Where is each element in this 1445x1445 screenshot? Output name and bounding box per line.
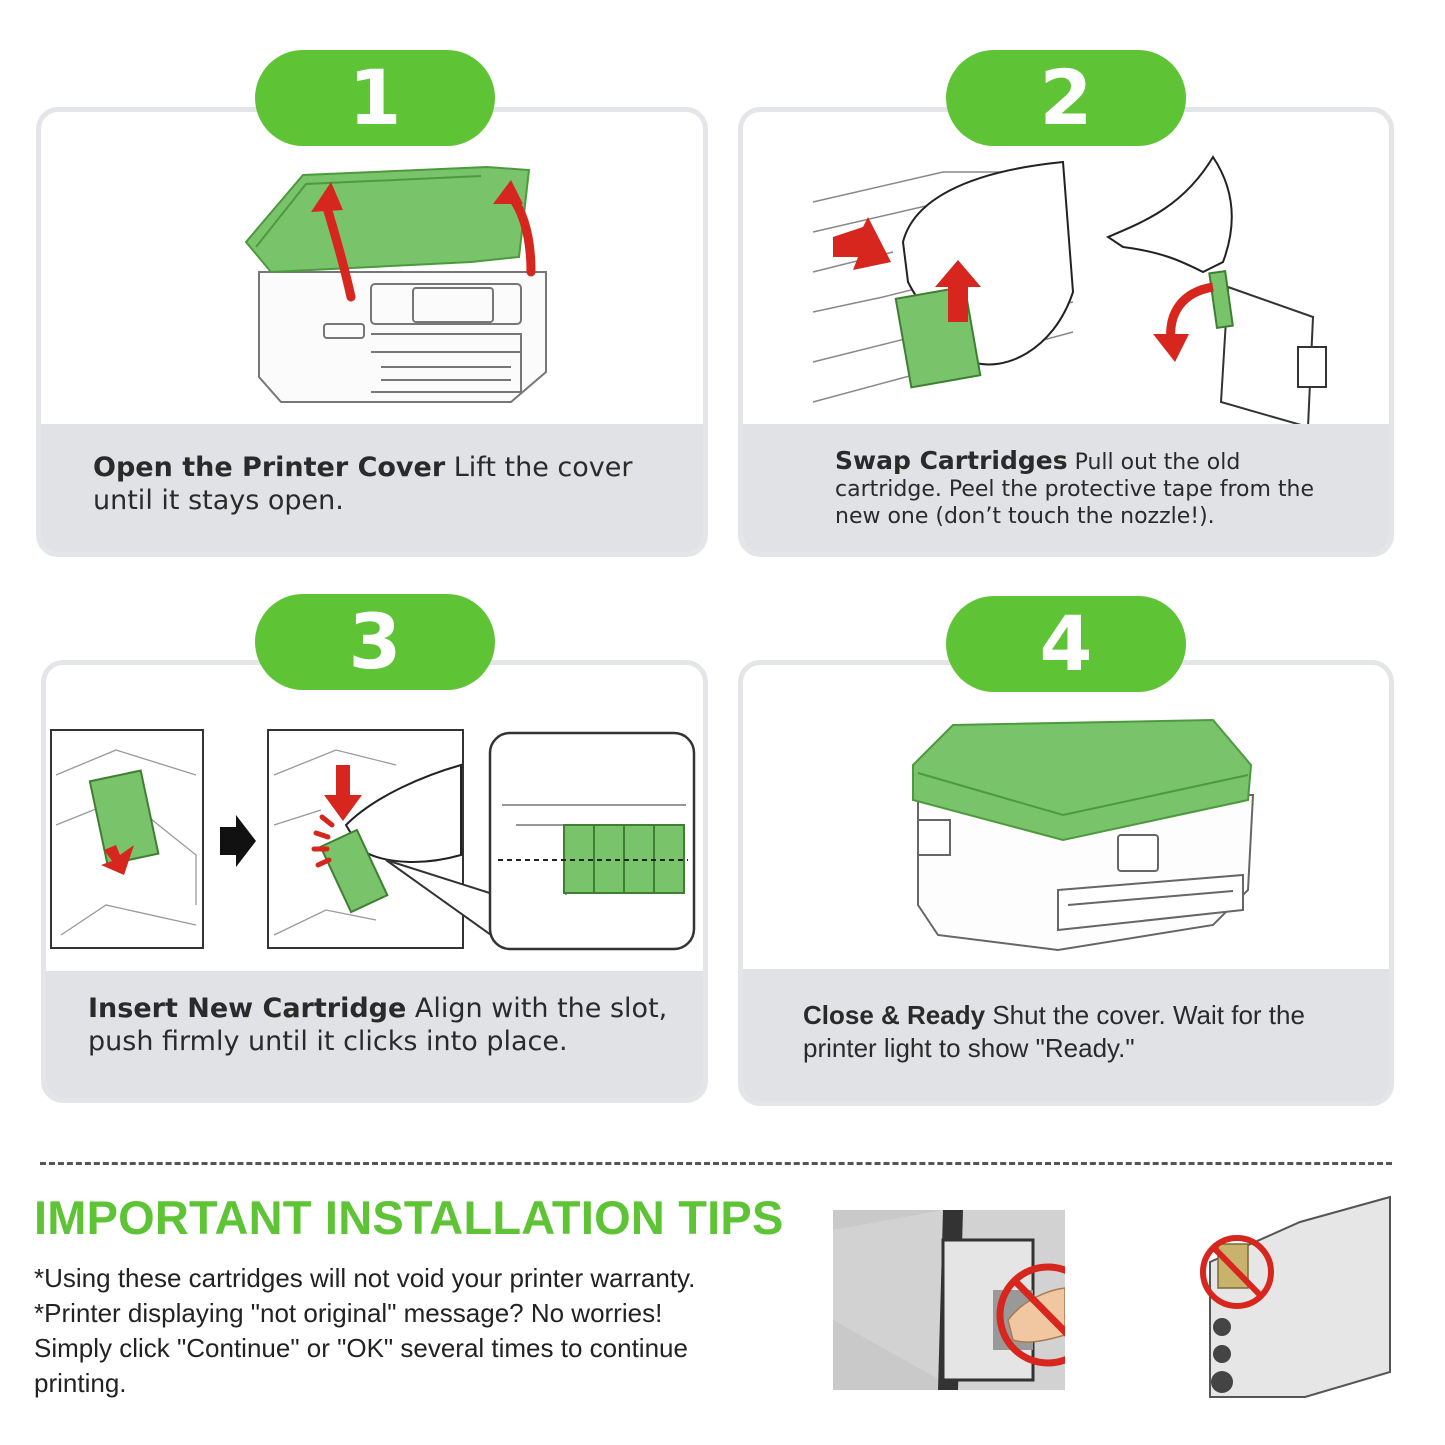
step-card-3: Insert New Cartridge Align with the slot… — [41, 660, 708, 1103]
step-card-2: Swap Cartridges Pull out the old cartrid… — [738, 107, 1394, 557]
prohibited-icon — [996, 1263, 1065, 1367]
hand-peeling-icon — [1105, 155, 1233, 274]
tip-line-2: *Printer displaying "not original" messa… — [34, 1298, 663, 1328]
step-4-illustration — [743, 665, 1389, 979]
step-2-text-line1: Pull out the old — [1074, 450, 1241, 475]
insert-arrow-icon — [101, 845, 134, 875]
step-4-text-line1: Shut the cover. Wait for the — [992, 1000, 1305, 1030]
step-number-4: 4 — [946, 596, 1186, 692]
tips-heading: IMPORTANT INSTALLATION TIPS — [34, 1191, 784, 1244]
step-2-text-line2: cartridge. Peel the protective tape from… — [835, 476, 1315, 502]
step-3-illustration — [46, 665, 703, 981]
dont-touch-chip-image — [1200, 1192, 1392, 1402]
prohibited-icon — [1200, 1235, 1274, 1309]
hand-pushing-icon — [344, 763, 462, 863]
step-number-2: 2 — [946, 50, 1186, 146]
step-1-title: Open the Printer Cover — [93, 452, 446, 483]
step-number-3: 3 — [255, 594, 495, 690]
printer-closed-icon — [917, 794, 1255, 952]
step-card-4: Close & Ready Shut the cover. Wait for t… — [738, 660, 1394, 1106]
printer-open-icon — [258, 271, 547, 403]
dont-touch-contacts-image — [833, 1210, 1065, 1390]
step-1-illustration — [41, 112, 703, 430]
cartridge-click-green — [319, 828, 389, 914]
step-number-1: 1 — [255, 50, 495, 146]
tip-line-3: Simply click "Continue" or "OK" several … — [34, 1333, 688, 1363]
next-arrow-icon — [220, 815, 256, 867]
step-4-caption: Close & Ready Shut the cover. Wait for t… — [743, 969, 1389, 1101]
peel-arrow-icon — [1166, 282, 1214, 343]
tip-line-4: printing. — [34, 1368, 127, 1398]
step-3-caption: Insert New Cartridge Align with the slot… — [46, 971, 703, 1098]
step-3-text-line1: Align with the slot, — [414, 993, 668, 1024]
step-3-title: Insert New Cartridge — [88, 993, 407, 1024]
step-1-text-line2: until it stays open. — [93, 484, 344, 516]
section-divider — [40, 1162, 1392, 1165]
step-1-caption: Open the Printer Cover Lift the cover un… — [41, 424, 703, 552]
step-2-title: Swap Cartridges — [835, 446, 1068, 475]
push-arrow-icon — [833, 217, 891, 270]
step-card-1: Open the Printer Cover Lift the cover un… — [36, 107, 708, 557]
finger-icon — [1007, 1287, 1065, 1343]
click-burst-icon — [311, 814, 335, 868]
new-cartridge-icon — [1219, 285, 1327, 429]
step-4-title: Close & Ready — [803, 1000, 986, 1030]
step-1-text-line1: Lift the cover — [453, 452, 633, 483]
up-arrow-icon — [935, 260, 981, 322]
step-4-text-line2: printer light to show "Ready." — [803, 1033, 1135, 1064]
printer-cover-green — [912, 718, 1253, 842]
protective-tape-green — [1208, 270, 1234, 329]
cartridge-insert-green — [88, 769, 160, 866]
printer-lid-green — [244, 165, 531, 274]
press-arrow-icon — [324, 765, 362, 821]
step-2-illustration — [743, 112, 1389, 430]
step-2-caption: Swap Cartridges Pull out the old cartrid… — [743, 424, 1389, 552]
step-3-text-line2: push firmly until it clicks into place. — [88, 1025, 568, 1057]
step-2-text-line3: new one (don’t touch the nozzle!). — [835, 503, 1215, 529]
tip-line-1: *Using these cartridges will not void yo… — [34, 1263, 696, 1293]
